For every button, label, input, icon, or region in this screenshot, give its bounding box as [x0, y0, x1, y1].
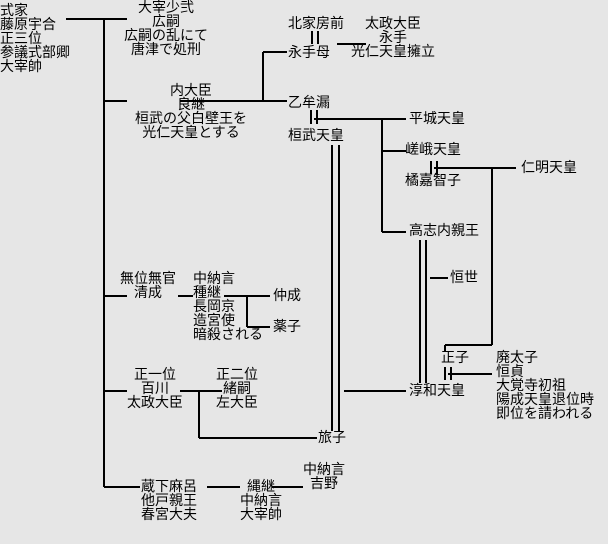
person-otsugu: 正二位緒嗣左大臣: [216, 367, 258, 411]
person-yoshitsugu: 内大臣良継桓武の父白壁王を光仁天皇とする: [135, 83, 247, 141]
person-nagatehaha: 永手母: [288, 45, 330, 61]
person-masako: 正子: [441, 350, 469, 366]
person-otomuro: 乙牟漏: [288, 95, 330, 111]
person-umakai: 式家藤原宇合正三位参議式部卿大宰帥: [0, 3, 70, 75]
person-tadatsugu: 縄継中納言大宰帥: [240, 479, 282, 523]
person-kanmu: 桓武天皇: [288, 128, 344, 144]
person-heizei: 平城天皇: [409, 111, 465, 127]
person-kusuko: 薬子: [273, 319, 301, 335]
person-nakanari: 仲成: [273, 288, 301, 304]
person-saga: 嵯峨天皇: [405, 142, 461, 158]
person-koshi: 高志内親王: [409, 223, 479, 239]
person-tanetsugu: 中納言種継長岡京造宮使暗殺される: [193, 271, 263, 343]
person-yoshino: 中納言吉野: [303, 462, 345, 492]
person-tabiko: 旅子: [318, 430, 346, 446]
person-kiyonari: 無位無官清成: [120, 271, 176, 301]
person-hirotsugu: 大宰少弐広嗣広嗣の乱にて唐津で処刑: [124, 0, 208, 58]
person-nagate: 太政大臣永手光仁天皇擁立: [351, 16, 435, 60]
person-tsuneyo: 恒世: [450, 270, 478, 286]
person-tsunesada: 廃太子恒貞大覚寺初祖陽成天皇退位時即位を請われる: [496, 350, 594, 422]
person-kuramaro: 蔵下麻呂他戸親王春宮大夫: [141, 479, 197, 523]
person-junna: 淳和天皇: [409, 383, 465, 399]
person-tachibana: 橘嘉智子: [405, 173, 461, 189]
person-ninmyo: 仁明天皇: [521, 160, 577, 176]
person-fusasaki: 北家房前: [288, 16, 344, 32]
person-momokawa: 正一位百川太政大臣: [127, 367, 183, 411]
